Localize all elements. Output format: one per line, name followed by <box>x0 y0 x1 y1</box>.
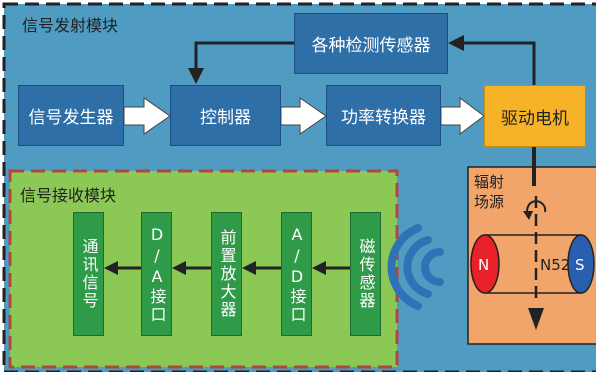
da-interface-box: D/A接口 <box>141 212 172 336</box>
magnet-grade-label: N52 <box>540 256 571 274</box>
sensors-box: 各种检测传感器 <box>294 13 448 74</box>
arrow-sensor-to-ad-head <box>312 261 326 275</box>
receiver-module-title: 信号接收模块 <box>20 186 117 205</box>
arrow-da-to-comm-head <box>104 261 118 275</box>
arrow-ad-to-amp-head <box>242 261 256 275</box>
comm-signal-box: 通讯信号 <box>73 212 104 336</box>
magnet-body <box>484 234 582 294</box>
arrow-converter-to-motor <box>440 97 485 135</box>
rotation-arrow-icon <box>526 200 547 215</box>
mag-sensor-box: 磁传感器 <box>350 212 381 336</box>
preamp-box: 前置放大器 <box>211 212 242 336</box>
magnet-south-pole <box>567 234 595 294</box>
arrow-amp-to-da-head <box>172 261 186 275</box>
field-source-text: 辐射场源 <box>474 173 505 211</box>
wireless-wave-2-icon <box>403 236 432 298</box>
drive-motor-box: 驱动电机 <box>484 85 586 147</box>
signal-generator-box: 信号发生器 <box>18 85 124 146</box>
rotation-arrowhead <box>523 211 533 220</box>
field-source-label: 辐射场源 <box>474 172 514 212</box>
magnet-s-label: S <box>575 256 585 274</box>
transmitter-module-title: 信号发射模块 <box>22 16 119 35</box>
controller-box: 控制器 <box>170 85 281 146</box>
magnet-axis-arrowhead <box>528 308 544 330</box>
wireless-wave-3-icon <box>387 224 422 310</box>
arrow-sensors-to-controller <box>194 41 294 70</box>
wireless-wave-1-icon <box>421 248 444 286</box>
arrow-motor-to-sensors-head <box>448 35 464 51</box>
power-converter-box: 功率转换器 <box>326 85 441 146</box>
arrow-generator-to-controller <box>123 97 171 135</box>
ad-interface-box: A/D接口 <box>281 212 312 336</box>
arrow-sensors-to-controller-head <box>188 68 204 84</box>
arrow-motor-to-sensors <box>462 41 536 86</box>
magnet-n-label: N <box>478 256 490 274</box>
magnet-north-pole <box>470 234 500 294</box>
arrow-controller-to-converter <box>280 97 327 135</box>
